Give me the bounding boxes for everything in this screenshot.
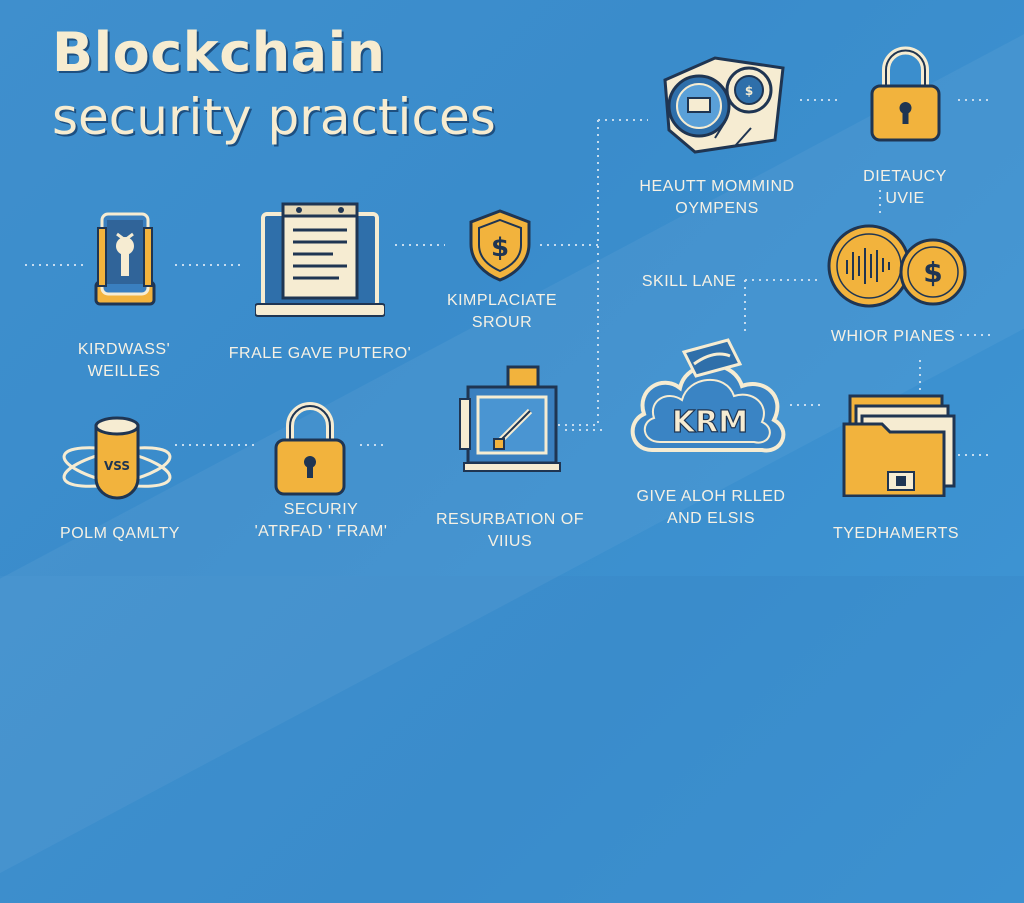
page-title: Blockchain security practices bbox=[52, 21, 496, 146]
tyedhamerts-node bbox=[842, 392, 957, 501]
svg-text:$: $ bbox=[923, 256, 942, 289]
label-secury: SECURIY 'ATRFAD ' FRAM' bbox=[254, 501, 388, 541]
whior-node: $ bbox=[825, 222, 970, 316]
label-polm: POLM QAMLTY bbox=[60, 525, 180, 542]
give-node: KRM bbox=[622, 330, 792, 474]
label-frale: FRALE GAVE PUTERO' bbox=[228, 345, 412, 362]
polm-node: VSS bbox=[60, 412, 175, 511]
laptop-document-icon bbox=[254, 202, 386, 317]
label-kirdwass: KIRDWASS' WEILLES bbox=[77, 341, 171, 381]
label-resurbation: RESURBATION OF VIIUS bbox=[435, 511, 585, 551]
label-give: GIVE ALOH RLLED AND ELSIS bbox=[636, 488, 786, 528]
label-tyedhamerts: TYEDHAMERTS bbox=[832, 525, 960, 542]
dietaucy-node bbox=[868, 40, 943, 149]
coins-icon: $ bbox=[827, 224, 967, 308]
label-kimplaciate: KIMPLACIATE SROUR bbox=[446, 292, 558, 332]
label-skill: SKILL LANE bbox=[641, 273, 737, 290]
kirdwass-node bbox=[90, 210, 160, 314]
heautt-node: $ bbox=[655, 50, 795, 164]
svg-text:$: $ bbox=[491, 233, 509, 263]
kimplaciate-node: $ bbox=[465, 208, 535, 287]
label-whior: WHIOR PIANES bbox=[830, 328, 956, 345]
cloud-krm-icon: KRM bbox=[630, 338, 786, 453]
resurbation-node bbox=[458, 365, 563, 479]
monitor-pen-icon bbox=[459, 365, 561, 472]
dollar-shield-icon: $ bbox=[469, 209, 531, 282]
map-cards-icon: $ bbox=[663, 56, 785, 154]
connector-lines bbox=[25, 99, 992, 456]
label-dietaucy: DIETAUCY UVIE bbox=[863, 168, 947, 208]
padlock-icon bbox=[274, 402, 346, 496]
folder-stack-icon bbox=[842, 394, 956, 498]
title-line-1: Blockchain bbox=[52, 21, 386, 84]
orbit-cup-icon: VSS bbox=[62, 416, 172, 500]
krm-badge: KRM bbox=[672, 405, 748, 440]
phone-wallet-icon bbox=[94, 212, 156, 306]
polm-badge: VSS bbox=[104, 459, 130, 473]
title-line-2: security practices bbox=[52, 88, 496, 146]
secury-node bbox=[270, 398, 350, 502]
padlock-icon bbox=[870, 46, 941, 142]
frale-node bbox=[254, 200, 386, 324]
svg-text:$: $ bbox=[745, 84, 753, 98]
label-heautt: HEAUTT MOMMIND OYMPENS bbox=[639, 178, 795, 218]
